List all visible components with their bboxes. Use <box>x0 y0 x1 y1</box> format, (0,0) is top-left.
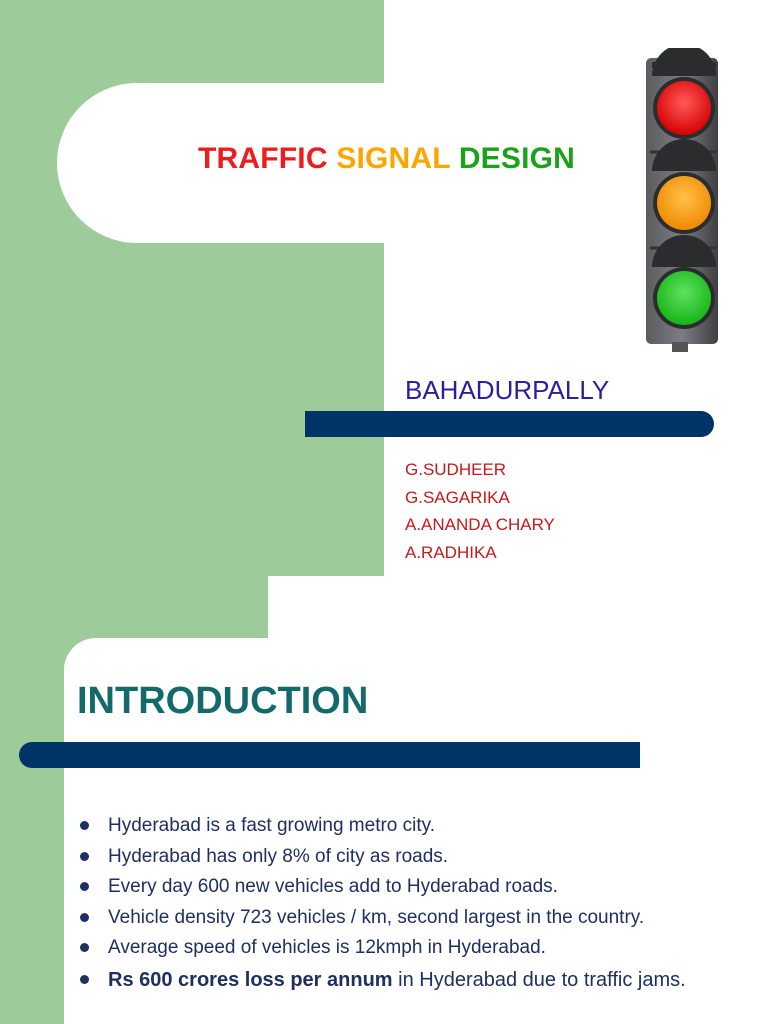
author-name: G.SUDHEER <box>405 460 507 479</box>
author-name: A.RADHIKA <box>405 542 497 562</box>
bullet-dot-icon <box>80 943 89 952</box>
bullet-dot-icon <box>80 851 89 861</box>
bullet-text: in Hyderabad due to traffic jams. <box>392 968 686 991</box>
title-word-design: DESIGN <box>458 142 576 175</box>
title-banner <box>57 83 577 243</box>
bullet-emphasis: Rs 600 crores loss per annum <box>108 968 393 991</box>
author-list: G.SUDHEER G.SAGARIKA A.ANANDA CHARY A.RA… <box>405 456 555 566</box>
bullet-text: Vehicle density 723 vehicles / km, secon… <box>108 906 645 928</box>
slide-title: TRAFFIC SIGNAL DESIGN <box>198 142 575 176</box>
intro-slide-rounded-corner <box>64 638 128 702</box>
list-item: Every day 600 new vehicles add to Hydera… <box>78 872 686 903</box>
list-item: Vehicle density 723 vehicles / km, secon… <box>78 903 686 934</box>
bullet-text: Hyderabad has only 8% of city as roads. <box>108 845 449 867</box>
subtitle-location: BAHADURPALLY <box>405 375 610 405</box>
title-word-signal: SIGNAL <box>336 142 451 175</box>
bullet-text: Every day 600 new vehicles add to Hydera… <box>108 876 558 897</box>
author-name: G.SAGARIKA <box>405 487 510 507</box>
title-slide-divider-bar <box>305 411 714 437</box>
bullet-dot-icon <box>80 882 89 891</box>
list-item: Hyderabad is a fast growing metro city. <box>78 811 686 842</box>
bullet-list: Hyderabad is a fast growing metro city. … <box>78 811 686 996</box>
bullet-text: Hyderabad is a fast growing metro city. <box>108 815 436 836</box>
section-heading: INTRODUCTION <box>77 680 369 722</box>
intro-slide-green-panel <box>0 576 64 1024</box>
traffic-light-icon <box>646 48 718 352</box>
bullet-dot-icon <box>80 912 89 922</box>
list-item: Hyderabad has only 8% of city as roads. <box>78 842 686 873</box>
intro-slide-divider-bar <box>19 742 640 768</box>
intro-slide-green-tab <box>64 576 268 638</box>
list-item: Average speed of vehicles is 12kmph in H… <box>78 933 686 964</box>
author-name: A.ANANDA CHARY <box>405 515 555 534</box>
title-word-traffic: TRAFFIC <box>198 142 328 175</box>
bullet-dot-icon <box>80 821 89 830</box>
bullet-text: Average speed of vehicles is 12kmph in H… <box>108 937 546 958</box>
bullet-dot-icon <box>80 974 89 984</box>
list-item: Rs 600 crores loss per annum in Hyderaba… <box>78 964 686 996</box>
